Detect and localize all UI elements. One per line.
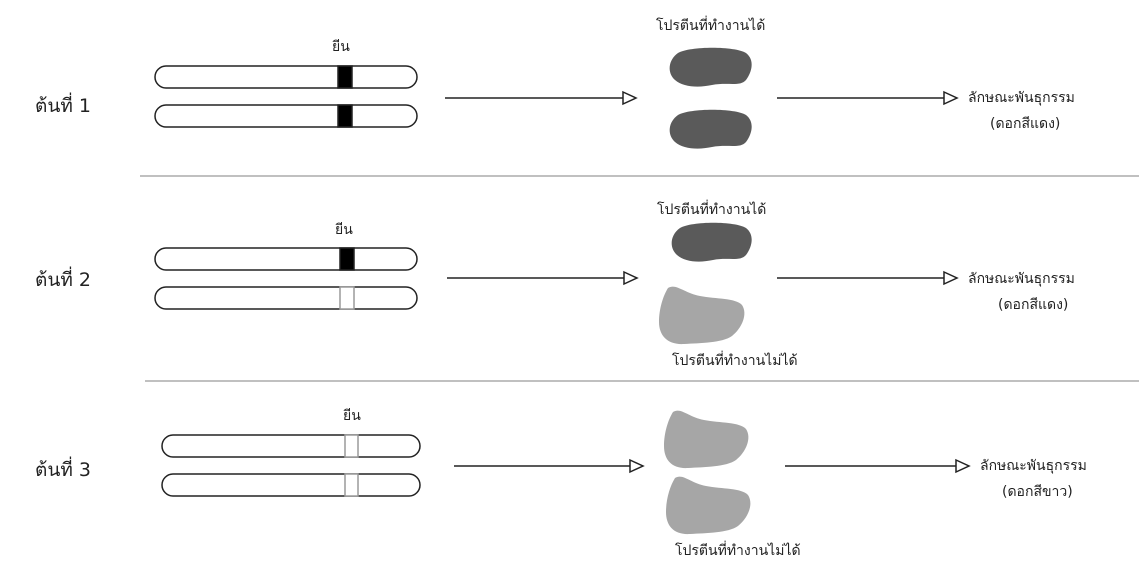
protein-shape-top	[671, 222, 752, 262]
chromosome-top	[154, 65, 418, 89]
protein-shape-bottom	[666, 476, 751, 535]
row-plant-1: ต้นที่ 1 ยีน โปรตีนที่ทำงานได้ ลักษณะพัน…	[35, 16, 1075, 149]
phenotype-value: (ดอกสีแดง)	[998, 297, 1068, 313]
gene-band-bottom	[339, 286, 355, 310]
chromosome-bottom	[154, 104, 418, 128]
gene-band-top	[339, 247, 355, 271]
protein-shape-bottom	[669, 109, 752, 149]
protein-label-nonfunctional: โปรตีนที่ทำงานไม่ได้	[672, 351, 798, 369]
gene-band-bottom	[344, 473, 359, 497]
protein-label-functional: โปรตีนที่ทำงานได้	[656, 16, 765, 34]
phenotype-label: ลักษณะพันธุกรรม	[968, 271, 1075, 287]
gene-band-bottom	[337, 104, 353, 128]
arrow-gene-to-protein	[454, 458, 645, 474]
arrow-protein-to-phenotype	[777, 270, 959, 286]
protein-shape-bottom	[659, 286, 745, 345]
plant-label: ต้นที่ 1	[35, 92, 91, 117]
arrow-protein-to-phenotype	[785, 458, 971, 474]
phenotype-label: ลักษณะพันธุกรรม	[968, 90, 1075, 106]
gene-label: ยีน	[332, 39, 350, 55]
arrow-gene-to-protein	[445, 90, 638, 106]
gene-label: ยีน	[343, 408, 361, 424]
arrow-gene-to-protein	[447, 270, 639, 286]
arrow-protein-to-phenotype	[777, 90, 959, 106]
phenotype-value: (ดอกสีขาว)	[1002, 484, 1073, 500]
gene-label: ยีน	[335, 222, 353, 238]
protein-label-nonfunctional: โปรตีนที่ทำงานไม่ได้	[675, 541, 801, 559]
protein-label-functional: โปรตีนที่ทำงานได้	[657, 200, 766, 218]
chromosome-bottom	[154, 286, 418, 310]
row-plant-2: ต้นที่ 2 ยีน โปรตีนที่ทำงานได้ โปรตีนที่…	[35, 200, 1075, 369]
phenotype-label: ลักษณะพันธุกรรม	[980, 458, 1087, 474]
gene-band-top	[344, 434, 359, 458]
plant-label: ต้นที่ 2	[35, 266, 91, 291]
protein-shape-top	[664, 410, 749, 469]
row-plant-3: ต้นที่ 3 ยีน โปรตีนที่ทำงานไม่ได้ ลักษณะ…	[35, 408, 1087, 559]
chromosome-top	[154, 247, 418, 271]
gene-band-top	[337, 65, 353, 89]
phenotype-value: (ดอกสีแดง)	[990, 116, 1060, 132]
protein-shape-top	[669, 47, 752, 87]
chromosome-top	[161, 434, 421, 458]
chromosome-bottom	[161, 473, 421, 497]
plant-label: ต้นที่ 3	[35, 456, 91, 481]
